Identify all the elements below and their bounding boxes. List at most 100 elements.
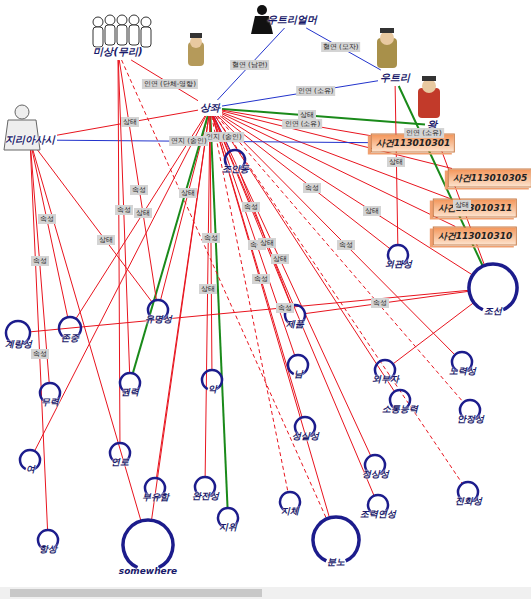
attribute-circle: 연로 — [110, 443, 130, 463]
relation-line — [36, 148, 152, 302]
attribute-circle: 안정성 — [460, 400, 480, 420]
edge-label: 상태 — [179, 188, 197, 198]
relation-line — [217, 28, 284, 100]
node-text: 우트리 — [380, 72, 410, 83]
node-text: 권력 — [121, 386, 139, 399]
scrollbar-track — [0, 587, 531, 599]
relation-line — [32, 148, 141, 521]
edge-label: 속성 — [202, 233, 220, 243]
relation-line — [306, 28, 381, 70]
relation-line — [214, 116, 371, 456]
attribute-circle: 진화성 — [458, 482, 478, 502]
relation-line — [212, 116, 302, 417]
node-text: 지체 — [281, 505, 299, 518]
relation-line — [213, 116, 374, 496]
edge-label: 상태 — [387, 157, 405, 167]
relation-line — [30, 290, 469, 332]
event-box: 사건113010310 — [433, 227, 517, 246]
relation-line — [222, 111, 452, 169]
edge-label: 상태 — [258, 238, 276, 248]
attribute-circle: 조인동 — [225, 150, 245, 170]
relation-line — [305, 291, 469, 313]
relation-line — [133, 116, 208, 373]
node-text: 유명성 — [145, 313, 172, 326]
relation-line — [239, 169, 292, 305]
node-text: 남 — [294, 368, 303, 381]
relation-line — [160, 116, 207, 300]
edge-label: 속성 — [31, 349, 49, 359]
attribute-circle: 성실성 — [295, 417, 315, 437]
node-text: 상좌 — [200, 102, 220, 113]
edge-label: 속성 — [31, 256, 49, 266]
relation-line — [76, 116, 205, 319]
attribute-circle: 지위 — [218, 508, 238, 528]
node-text: 미상(무리) — [93, 46, 142, 57]
king-figure — [418, 76, 440, 118]
attribute-circle: 권력 — [120, 373, 140, 393]
relation-line — [210, 116, 212, 370]
king-figure — [377, 28, 397, 68]
edge-label: 인지 (송인) — [204, 132, 244, 142]
node-text: 분노 — [327, 556, 345, 569]
relation-line — [131, 60, 198, 101]
edge-label: 상태 — [271, 254, 289, 264]
circle-outline — [469, 264, 517, 312]
node-text: 완전성 — [192, 490, 219, 503]
attribute-circle: 정상성 — [365, 455, 385, 475]
edge-label: 속성 — [371, 298, 389, 308]
node-text: 외관성 — [385, 258, 412, 271]
node-text: 부유함 — [142, 491, 169, 504]
node-text: 사건113010301 — [376, 138, 450, 148]
relation-line — [119, 60, 156, 300]
relation-line — [217, 116, 464, 402]
relation-line — [122, 60, 327, 519]
event-box: 사건113010311 — [433, 199, 517, 218]
relation-line — [156, 116, 208, 478]
edge-label: 상태 — [453, 200, 471, 210]
edge-label: 속성 — [242, 202, 260, 212]
king-figure — [188, 33, 204, 66]
edge-label: 인연 (단체-영향) — [142, 79, 198, 89]
event-box: 사건113010305 — [448, 169, 531, 188]
relation-line — [222, 113, 450, 199]
attribute-circle: 분노 — [313, 517, 359, 563]
relation-line — [222, 109, 425, 125]
node-text: 외부자 — [372, 373, 399, 386]
relation-line — [35, 116, 206, 451]
person-label: 미상(무리) — [91, 44, 144, 60]
attribute-circle: 조선 — [469, 264, 517, 312]
relation-line — [222, 110, 371, 136]
edge-label: 속성 — [115, 205, 133, 215]
edge-label: 혈연 (남편) — [230, 60, 270, 70]
node-text: 계량성 — [5, 338, 32, 351]
circle-outline — [123, 520, 173, 570]
edge-label: 속성 — [303, 183, 321, 193]
circle-outline — [313, 517, 359, 563]
edge-label: 속성 — [130, 185, 148, 195]
attribute-circle: 악 — [202, 370, 222, 390]
person-label: 우트리얼머 — [265, 12, 319, 28]
node-text: somewhere — [119, 566, 177, 576]
node-text: 연로 — [111, 456, 129, 469]
relation-line — [222, 81, 378, 106]
attribute-circle: 소통능력 — [390, 390, 410, 410]
edge-label: 속성 — [38, 214, 56, 224]
group-figure — [93, 15, 151, 47]
node-text: 지리아사시 — [5, 134, 55, 145]
relation-line — [222, 114, 455, 227]
attribute-circle: 계량성 — [6, 321, 30, 345]
node-text: 조선 — [484, 305, 502, 318]
node-text: 노력성 — [449, 365, 476, 378]
node-text: 정상성 — [362, 468, 389, 481]
node-text: 성실성 — [292, 430, 319, 443]
attribute-circle: 외관성 — [388, 245, 408, 265]
relation-line — [205, 116, 210, 477]
relation-line — [31, 148, 50, 383]
attribute-circle: 여 — [20, 450, 40, 470]
attribute-circle: 지체 — [280, 492, 300, 512]
attribute-circle: 유명성 — [148, 300, 168, 320]
relation-line — [218, 116, 455, 355]
scrollbar-thumb — [10, 589, 262, 597]
